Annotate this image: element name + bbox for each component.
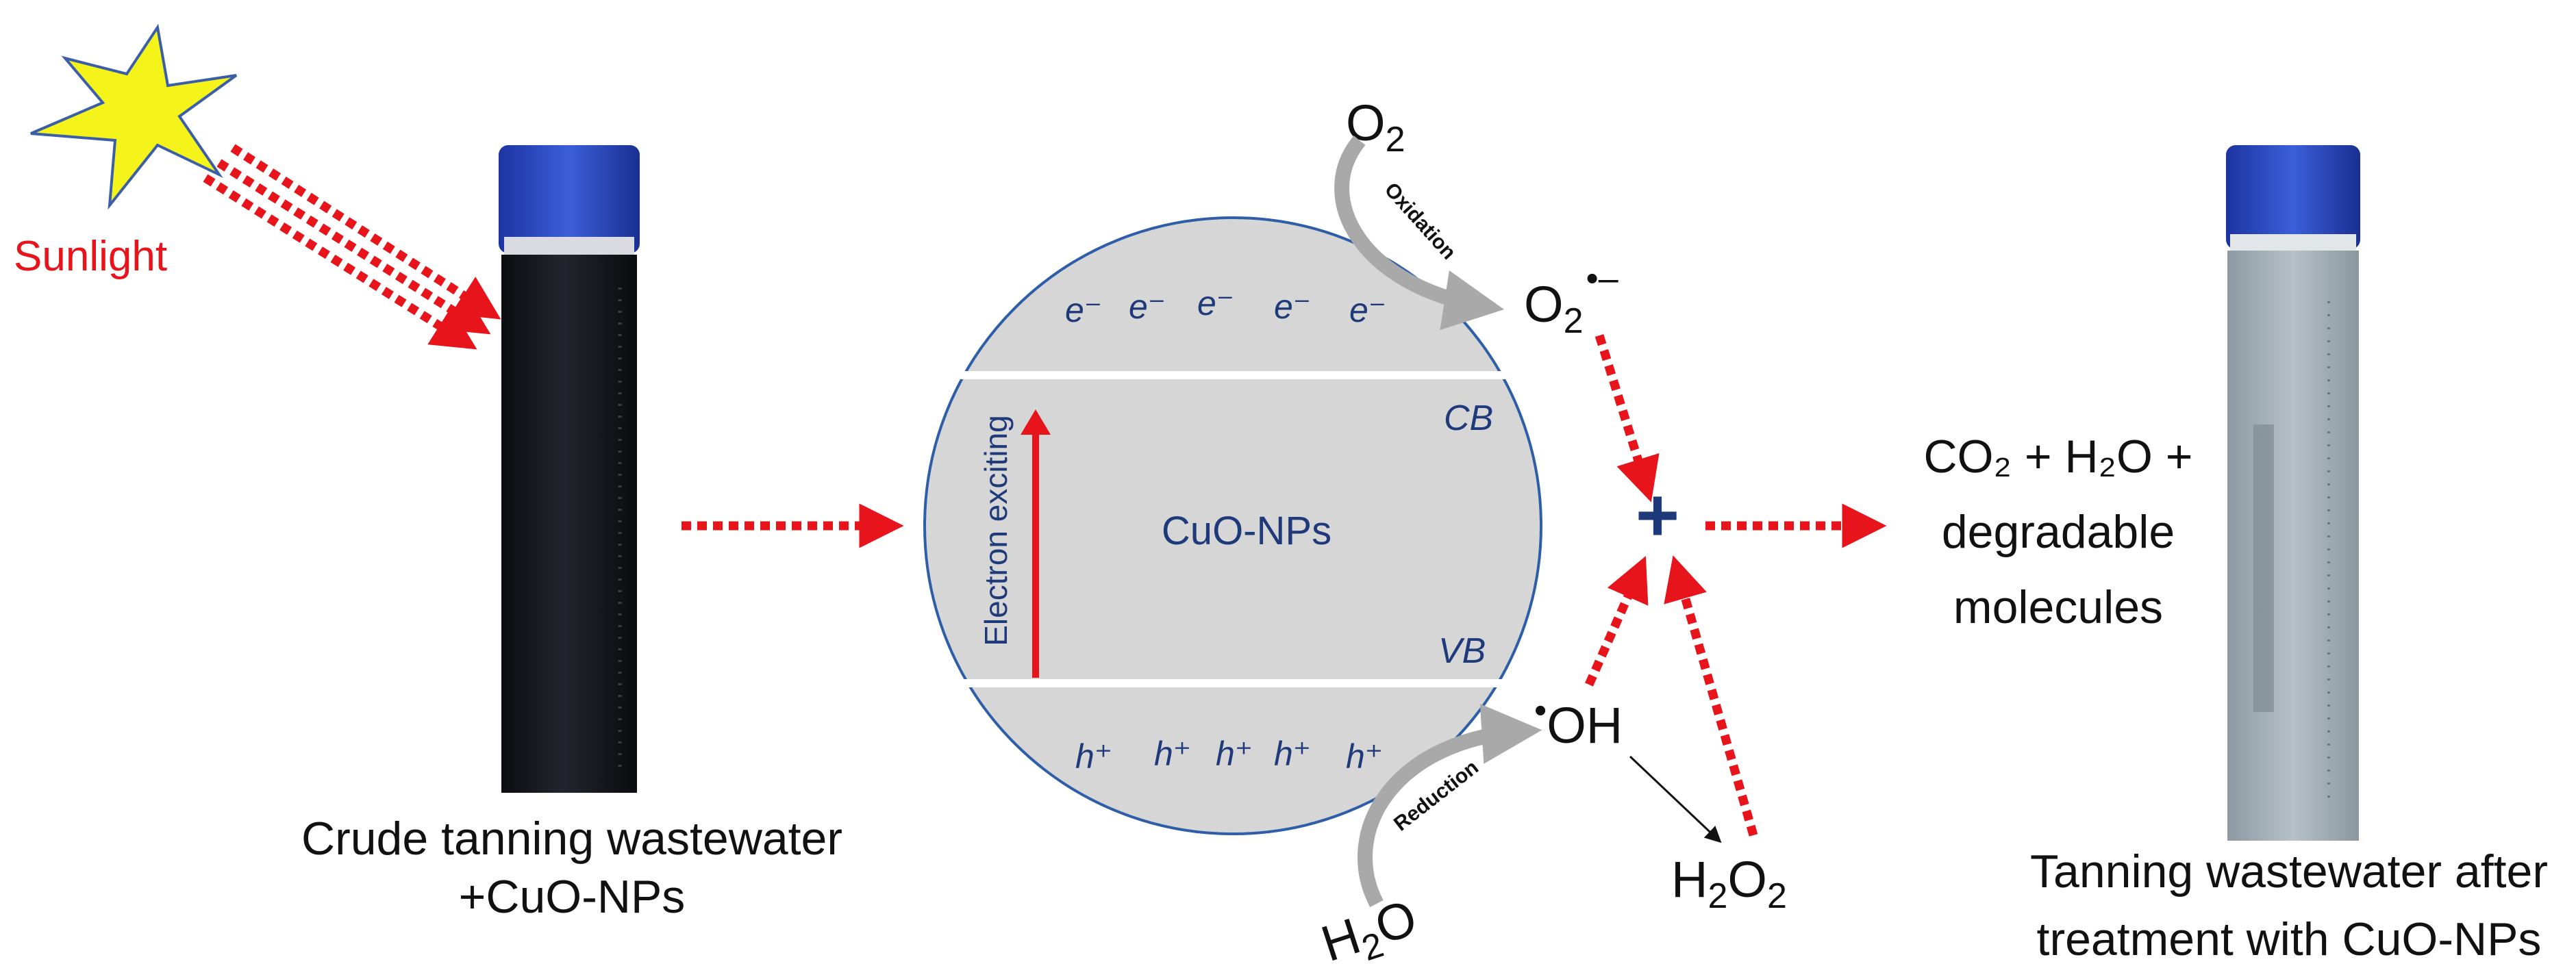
valence-band-label: VB [1438, 631, 1486, 671]
hydrogen-peroxide: H2O2 [1671, 851, 1787, 916]
sunlight-rays [203, 144, 501, 350]
treated-wastewater-tube [2226, 145, 2360, 841]
superoxide-radical: O2•– [1524, 259, 1618, 341]
electron-4: e⁻ [1274, 288, 1311, 326]
oxidation-curve-arrow [1334, 136, 1505, 330]
superoxide-to-plus-arrow [1595, 334, 1660, 503]
hydroxyl-to-plus-arrow [1585, 556, 1649, 687]
sunlight-label: Sunlight [14, 233, 167, 280]
crude-wastewater-tube [499, 145, 640, 793]
peroxide-to-plus-arrow [1664, 555, 1758, 837]
products-line-3: molecules [1953, 581, 2163, 633]
hole-3: h⁺ [1216, 735, 1253, 773]
catalyst-label: CuO-NPs [1162, 509, 1331, 553]
left-caption-line-2: +CuO-NPs [459, 871, 686, 923]
electron-excitation-arrowhead [1021, 409, 1051, 435]
cuo-nanoparticle-circle [923, 216, 1542, 835]
combination-plus: + [1636, 473, 1679, 557]
o2-reactant: O2 [1346, 94, 1405, 160]
hole-row: h⁺ h⁺ h⁺ h⁺ h⁺ [1075, 735, 1383, 776]
hydroxyl-to-peroxide-arrow [1629, 755, 1722, 843]
electron-row: e⁻ e⁻ e⁻ e⁻ e⁻ [1065, 284, 1386, 329]
electron-2: e⁻ [1129, 288, 1166, 326]
electron-1: e⁻ [1065, 291, 1102, 329]
sun-icon [30, 23, 238, 210]
conduction-band-label: CB [1444, 398, 1493, 438]
electron-3: e⁻ [1197, 284, 1234, 322]
products-line-2: degradable [1942, 506, 2175, 558]
oxidation-label: Oxidation [1380, 179, 1460, 264]
hole-4: h⁺ [1274, 735, 1311, 773]
hydroxyl-radical: •OH [1534, 691, 1623, 754]
electron-5: e⁻ [1349, 291, 1386, 329]
right-caption-line-1: Tanning wastewater after [2030, 846, 2548, 898]
hole-5: h⁺ [1346, 737, 1383, 776]
electron-exciting-label: Electron exciting [978, 415, 1014, 646]
hole-1: h⁺ [1075, 737, 1112, 776]
left-caption-line-1: Crude tanning wastewater [301, 813, 842, 865]
hole-2: h⁺ [1154, 735, 1191, 773]
right-caption-line-2: treatment with CuO-NPs [2037, 913, 2542, 965]
reduction-curve-arrow [1358, 704, 1542, 908]
products-line-1: CO₂ + H₂O + [1924, 431, 2193, 483]
